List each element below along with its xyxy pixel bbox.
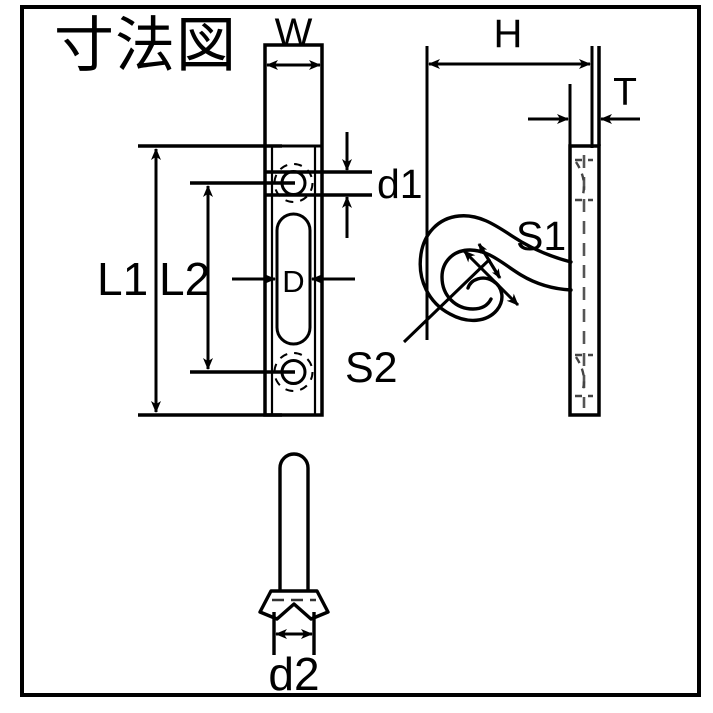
dimension-label-L2: L2 (159, 253, 210, 305)
dimension-label-D: D (282, 264, 304, 299)
dimension-label-d1: d1 (377, 161, 423, 207)
pin-flared-foot (258, 589, 330, 621)
center-slot (275, 212, 312, 346)
s2-diameter-arrow (462, 249, 520, 307)
upper-hole-countersink (273, 163, 314, 203)
dimension-label-T: T (613, 71, 637, 114)
hook-inner-contour (440, 248, 573, 311)
dimension-label-L1: L1 (97, 253, 148, 305)
side-plate-lower-hole-trace (575, 353, 593, 398)
side-plate-upper-hole-arc (574, 161, 586, 199)
dimension-label-H: H (494, 12, 523, 56)
pin-shaft (278, 452, 310, 600)
dimension-label-S2: S2 (345, 344, 398, 392)
dimension-label-S1: S1 (516, 213, 566, 259)
dimension-label-W: W (275, 11, 313, 55)
dimension-label-d2: d2 (268, 648, 319, 700)
figure-title: 寸法図 (54, 11, 237, 81)
side-plate-upper-hole-trace (575, 158, 593, 202)
side-plate-lower-hole-arc (574, 356, 586, 394)
lower-hole-countersink (273, 352, 314, 392)
s2-leader-line (402, 257, 492, 344)
